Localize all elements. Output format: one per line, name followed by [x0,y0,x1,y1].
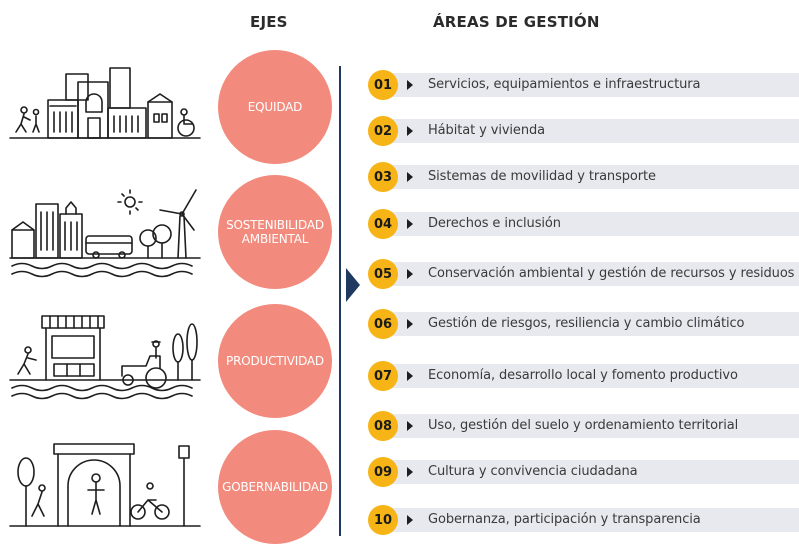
area-number-badge: 08 [368,411,398,441]
area-number-badge: 04 [368,209,398,239]
area-number-badge: 03 [368,162,398,192]
area-number-badge: 02 [368,116,398,146]
plaza-people-icon [9,443,201,527]
divider-line [339,66,341,536]
area-number-badge: 05 [368,259,398,289]
area-number-badge: 10 [368,505,398,535]
area-number-badge: 09 [368,457,398,487]
area-label: Sistemas de movilidad y transporte [428,169,656,184]
area-label: Uso, gestión del suelo y ordenamiento te… [428,418,739,433]
caret-right-icon [407,467,413,477]
eje-label: EQUIDAD [247,100,303,114]
arrow-right-icon [346,268,360,302]
area-row: 04 Derechos e inclusión [368,209,799,239]
area-row: 09 Cultura y convivencia ciudadana [368,457,799,487]
caret-right-icon [407,515,413,525]
caret-right-icon [407,269,413,279]
ejes-header: EJES [250,13,288,31]
eje-circle-equidad: EQUIDAD [218,50,332,164]
area-bar [390,73,799,97]
area-row: 08 Uso, gestión del suelo y ordenamiento… [368,411,799,441]
eje-circle-productividad: PRODUCTIVIDAD [218,304,332,418]
area-bar [390,414,799,438]
city-nature-icon [9,189,201,278]
area-row: 10 Gobernanza, participación y transpare… [368,505,799,535]
area-label: Derechos e inclusión [428,216,561,231]
eje-circle-sostenibilidad: SOSTENIBILIDAD AMBIENTAL [218,175,332,289]
city-people-icon [9,67,201,139]
areas-header: ÁREAS DE GESTIÓN [433,13,600,31]
eje-label: PRODUCTIVIDAD [226,354,324,368]
area-bar [390,312,799,336]
eje-label: GOBERNABILIDAD [222,480,328,494]
caret-right-icon [407,421,413,431]
area-row: 02 Hábitat y vivienda [368,116,799,146]
area-row: 05 Conservación ambiental y gestión de r… [368,259,799,289]
area-bar [390,508,799,532]
area-label: Gobernanza, participación y transparenci… [428,512,701,527]
eje-label: SOSTENIBILIDAD AMBIENTAL [226,218,324,246]
area-bar [390,364,799,388]
area-label: Economía, desarrollo local y fomento pro… [428,368,738,383]
area-label: Gestión de riesgos, resiliencia y cambio… [428,316,745,331]
area-bar [390,165,799,189]
area-row: 03 Sistemas de movilidad y transporte [368,162,799,192]
area-bar [390,460,799,484]
market-farm-icon [9,315,201,400]
area-bar [390,212,799,236]
area-label: Servicios, equipamientos e infraestructu… [428,77,701,92]
caret-right-icon [407,371,413,381]
caret-right-icon [407,80,413,90]
area-number-badge: 07 [368,361,398,391]
area-label: Cultura y convivencia ciudadana [428,464,638,479]
area-row: 01 Servicios, equipamientos e infraestru… [368,70,799,100]
area-label: Hábitat y vivienda [428,123,545,138]
caret-right-icon [407,126,413,136]
caret-right-icon [407,172,413,182]
eje-circle-gobernabilidad: GOBERNABILIDAD [218,430,332,544]
area-bar [390,119,799,143]
caret-right-icon [407,319,413,329]
caret-right-icon [407,219,413,229]
area-row: 06 Gestión de riesgos, resiliencia y cam… [368,309,799,339]
area-number-badge: 06 [368,309,398,339]
area-number-badge: 01 [368,70,398,100]
area-row: 07 Economía, desarrollo local y fomento … [368,361,799,391]
area-bar [390,262,799,286]
area-label: Conservación ambiental y gestión de recu… [428,266,795,281]
